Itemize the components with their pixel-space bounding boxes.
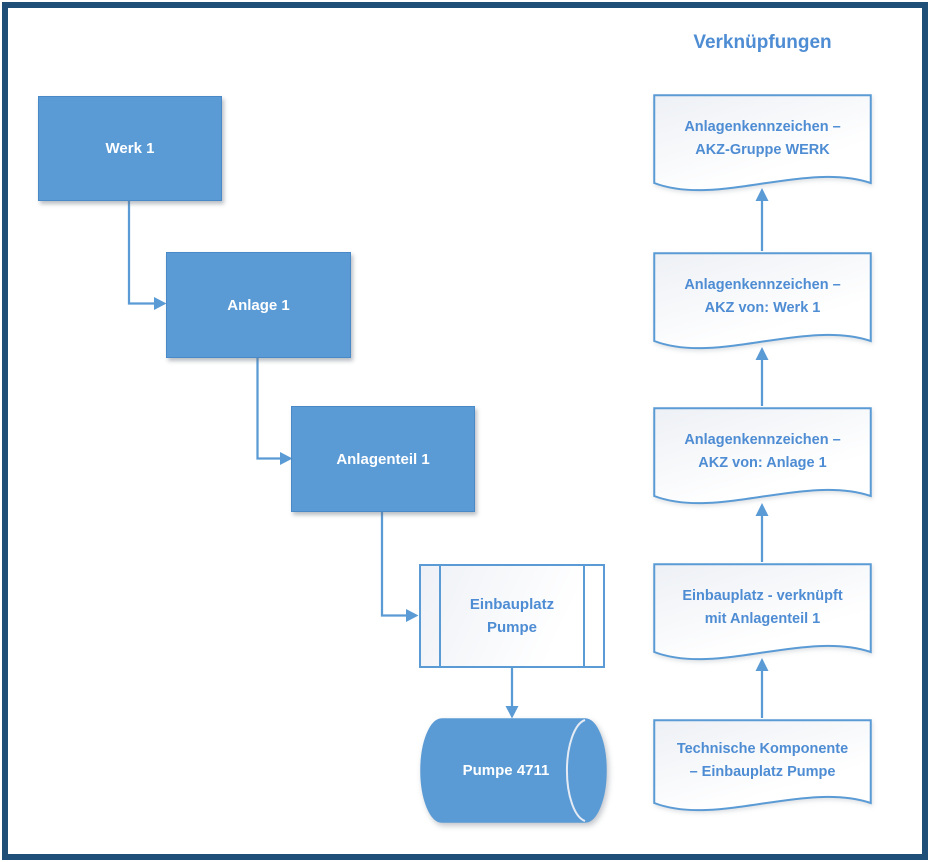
document-shape — [653, 252, 872, 350]
arrowhead-up-icon — [755, 658, 769, 671]
document-shape — [653, 94, 872, 192]
arrowhead-right-icon — [280, 452, 293, 465]
node-label: Pumpe 4711 — [462, 762, 550, 779]
arrowhead-down-icon — [505, 706, 519, 719]
doc-label: Technische Komponente – Einbauplatz Pump… — [676, 741, 849, 780]
doc-akz-von-anlage-1: Anlagenkennzeichen – AKZ von: Anlage 1 — [653, 407, 872, 519]
connector-anlagenteil1-to-einbauplatz — [380, 510, 406, 617]
connector-werk1-to-anlage1 — [127, 199, 154, 305]
doc-label: Anlagenkennzeichen – AKZ von: Werk 1 — [684, 277, 841, 316]
connector-anlage1-to-anlagenteil1 — [256, 356, 280, 460]
document-shape — [653, 719, 872, 812]
predefined-process-line — [583, 566, 585, 666]
cylinder-shape — [420, 718, 607, 823]
doc-akz-gruppe-werk: Anlagenkennzeichen – AKZ-Gruppe WERK — [653, 94, 872, 206]
document-shape — [653, 407, 872, 505]
node-werk-1: Werk 1 — [38, 96, 222, 201]
doc-label: Anlagenkennzeichen – AKZ-Gruppe WERK — [684, 119, 841, 158]
arrowhead-right-icon — [154, 297, 167, 310]
links-column-title: Verknüpfungen — [693, 32, 832, 53]
arrowhead-up-icon — [755, 188, 769, 201]
doc-label: Einbauplatz - verknüpft mit Anlagenteil … — [682, 588, 843, 627]
doc-technische-komponente: Technische Komponente – Einbauplatz Pump… — [653, 719, 872, 826]
node-label: Einbauplatz Pumpe — [469, 596, 555, 636]
node-label: Anlage 1 — [227, 296, 290, 314]
node-label: Anlagenteil 1 — [336, 450, 430, 468]
arrowhead-up-icon — [755, 503, 769, 516]
document-shape — [653, 563, 872, 661]
arrowhead-up-icon — [755, 347, 769, 360]
doc-akz-von-werk-1: Anlagenkennzeichen – AKZ von: Werk 1 — [653, 252, 872, 364]
doc-einbauplatz-verknuepft: Einbauplatz - verknüpft mit Anlagenteil … — [653, 563, 872, 675]
arrowhead-right-icon — [406, 609, 419, 622]
doc-label: Anlagenkennzeichen – AKZ von: Anlage 1 — [684, 432, 841, 471]
node-label: Werk 1 — [105, 140, 155, 157]
node-einbauplatz-pumpe: Einbauplatz Pumpe — [419, 564, 605, 668]
node-anlage-1: Anlage 1 — [166, 252, 351, 358]
predefined-process-line — [439, 566, 441, 666]
node-anlagenteil-1: Anlagenteil 1 — [291, 406, 475, 512]
node-pumpe-4711: Pumpe 4711 — [420, 718, 607, 823]
